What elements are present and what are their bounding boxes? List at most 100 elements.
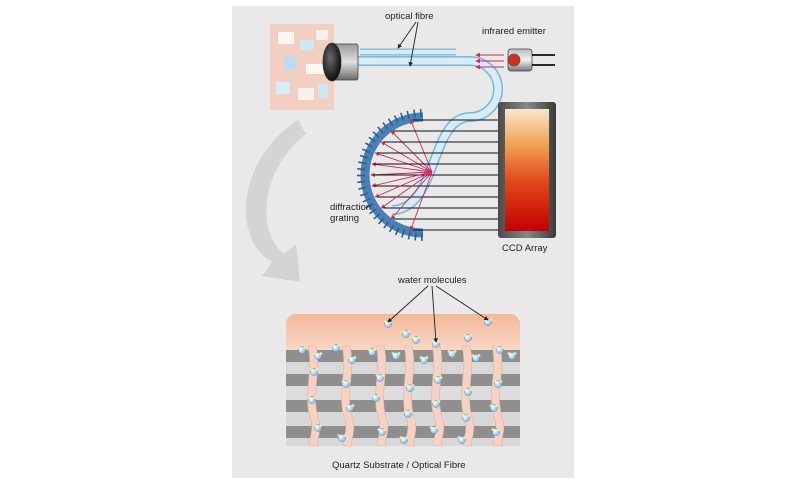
grating-tooth (365, 203, 374, 209)
grating-tooth (361, 148, 370, 153)
grating-tooth (388, 224, 395, 233)
molecule-leader-1 (387, 285, 429, 323)
incident-ray (380, 171, 433, 209)
water-molecule-icon (337, 434, 347, 442)
grating-tooth (364, 142, 373, 148)
incident-ray (371, 162, 433, 173)
label-ccd-array: CCD Array (502, 243, 548, 254)
molecule-leader-3 (435, 285, 489, 321)
grating-tooth (372, 131, 380, 138)
water-molecule-icon (411, 336, 421, 344)
grating-tooth (362, 197, 371, 203)
water-molecule-icon (297, 346, 307, 354)
water-molecule-icon (489, 404, 499, 412)
water-molecule-icon (403, 410, 413, 418)
water-molecule-icon (461, 414, 471, 422)
water-molecule-icon (377, 428, 387, 436)
water-molecule-icon (429, 426, 439, 434)
substrate-layer (286, 400, 520, 412)
incident-ray (374, 152, 433, 173)
water-molecule-icon (405, 384, 415, 392)
label-infrared-emitter: infrared emitter (482, 26, 546, 37)
grating-tooth (377, 217, 385, 225)
water-molecule-icon (457, 436, 467, 444)
grating-tooth (357, 167, 366, 171)
grating-tooth (368, 136, 376, 143)
grating-tooth (394, 227, 400, 236)
grating-tooth (358, 186, 367, 190)
grating-tooth (413, 109, 416, 118)
grating-tooth (377, 126, 384, 134)
grating-tooth (369, 208, 377, 215)
water-molecule-icon (341, 380, 351, 388)
water-molecule-icon (313, 424, 323, 432)
grating-tooth (407, 231, 411, 240)
pore-channel (341, 345, 355, 447)
fibre-leader-1 (397, 21, 417, 49)
incident-ray (370, 171, 433, 178)
grating-tooth (358, 161, 367, 165)
grating-tooth (359, 154, 368, 159)
grating-tooth (406, 110, 410, 119)
water-molecule-icon (447, 350, 457, 358)
water-molecule-icon (345, 404, 355, 412)
grating-tooth (357, 180, 366, 184)
water-molecule-icon (495, 346, 505, 354)
water-molecule-icon (375, 374, 385, 382)
diffraction-grating (356, 109, 424, 242)
quartz-substrate (286, 314, 520, 447)
water-molecule-icon (399, 436, 409, 444)
grating-tooth (401, 229, 406, 238)
incident-ray (390, 171, 433, 220)
incident-ray (371, 171, 433, 188)
grating-tooth (373, 213, 381, 220)
optical-fibre (356, 48, 503, 215)
water-molecule-icon (493, 380, 503, 388)
substrate-layer (286, 412, 520, 426)
water-molecule-icon (307, 396, 317, 404)
label-water-molecules: water molecules (397, 275, 467, 286)
water-molecule-icon (401, 330, 411, 338)
grating-tooth (393, 115, 399, 124)
incident-ray (374, 171, 433, 198)
water-molecule-icon (391, 352, 401, 360)
infrared-emitter-icon (475, 48, 555, 72)
grating-tooth (414, 232, 417, 241)
label-diffraction: diffraction (330, 202, 371, 213)
ccd-array (498, 102, 556, 238)
incident-ray (409, 171, 433, 231)
water-molecule-icon (371, 394, 381, 402)
water-molecule-icon (463, 388, 473, 396)
label-optical-fibre: optical fibre (385, 11, 434, 22)
grating-tooth (399, 112, 405, 121)
water-molecule-icon (419, 356, 429, 364)
water-molecule-icon (491, 428, 501, 436)
fibre-leader-2 (408, 21, 419, 67)
water-molecule-icon (433, 376, 443, 384)
pore-channel (491, 345, 505, 447)
incident-ray (409, 119, 433, 173)
pore-channel (431, 345, 445, 447)
incident-ray (390, 130, 433, 173)
water-molecule-icon (431, 400, 441, 408)
grating-tooth (387, 118, 394, 126)
label-substrate: Quartz Substrate / Optical Fibre (332, 460, 466, 471)
molecule-leader-2 (431, 285, 438, 343)
water-molecule-icon (313, 352, 323, 360)
incident-ray (380, 141, 433, 173)
grating-tooth (383, 221, 390, 229)
label-grating: grating (330, 213, 359, 224)
water-molecule-icon (367, 348, 377, 356)
water-molecule-icon (309, 368, 319, 376)
substrate-layer (286, 362, 520, 374)
curved-arrow-icon (245, 120, 306, 282)
grating-tooth (360, 192, 369, 197)
water-molecule-icon (331, 344, 341, 352)
water-molecule-icon (471, 354, 481, 362)
water-molecule-icon (463, 334, 473, 342)
substrate-layer (286, 374, 520, 386)
substrate-layer (286, 386, 520, 400)
water-molecule-icon (507, 352, 517, 360)
